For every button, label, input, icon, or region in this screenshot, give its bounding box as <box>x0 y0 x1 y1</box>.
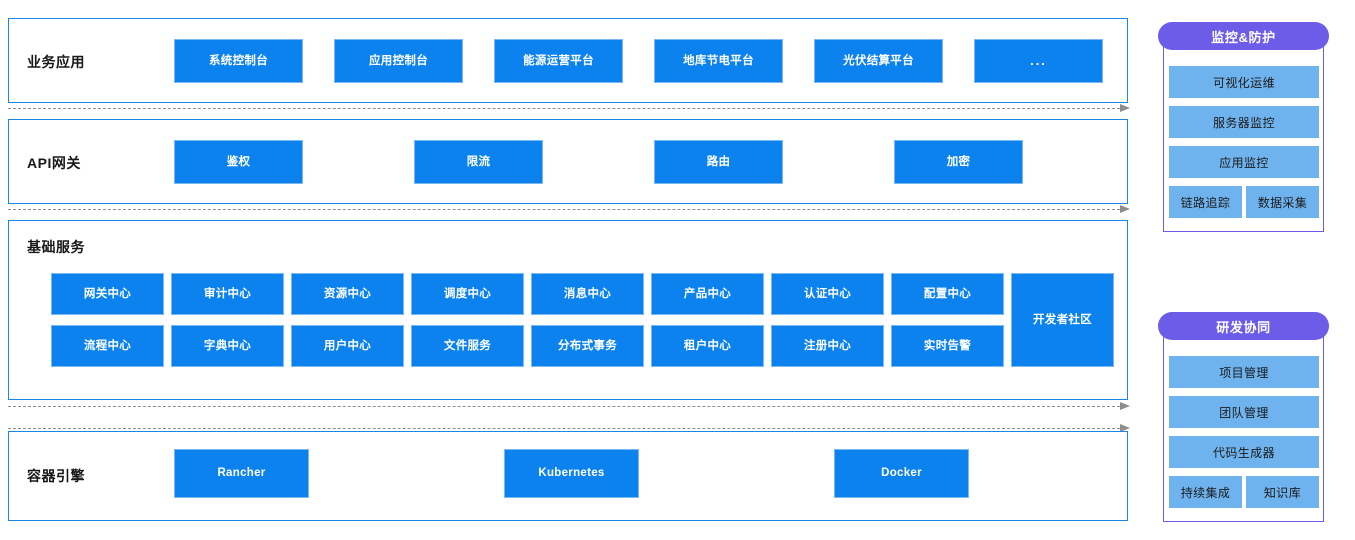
layer-title-basic-service: 基础服务 <box>27 239 85 255</box>
chip-energy-operation-platform[interactable]: 能源运营平台 <box>494 39 623 83</box>
flow-arrow-business-to-gateway <box>8 104 1130 113</box>
pchip-application-monitoring[interactable]: 应用监控 <box>1169 146 1319 178</box>
layer-basic-service: 基础服务 网关中心 审计中心 资源中心 调度中心 消息中心 产品中心 认证中心 … <box>8 220 1128 400</box>
chip-encryption[interactable]: 加密 <box>894 140 1023 184</box>
chip-more[interactable]: ... <box>974 39 1103 83</box>
chip-resource-center[interactable]: 资源中心 <box>291 273 404 315</box>
layer-api-gateway: API网关 鉴权 限流 路由 加密 <box>8 119 1128 204</box>
chip-pv-settlement-platform[interactable]: 光伏结算平台 <box>814 39 943 83</box>
chip-message-center[interactable]: 消息中心 <box>531 273 644 315</box>
pchip-server-monitoring[interactable]: 服务器监控 <box>1169 106 1319 138</box>
chip-routing[interactable]: 路由 <box>654 140 783 184</box>
layer-title-container-engine: 容器引擎 <box>27 468 85 484</box>
flow-arrowhead-icon <box>1120 104 1130 112</box>
chip-application-console[interactable]: 应用控制台 <box>334 39 463 83</box>
pchip-continuous-integration[interactable]: 持续集成 <box>1169 476 1242 508</box>
pchip-team-management[interactable]: 团队管理 <box>1169 396 1319 428</box>
chip-registration-center[interactable]: 注册中心 <box>771 325 884 367</box>
chip-garage-power-saving-platform[interactable]: 地库节电平台 <box>654 39 783 83</box>
pchip-knowledge-base[interactable]: 知识库 <box>1246 476 1319 508</box>
layer-title-business-application: 业务应用 <box>27 54 85 70</box>
layer-title-api-gateway: API网关 <box>27 155 81 171</box>
chip-scheduling-center[interactable]: 调度中心 <box>411 273 524 315</box>
layer-business-application: 业务应用 系统控制台 应用控制台 能源运营平台 地库节电平台 光伏结算平台 ..… <box>8 18 1128 103</box>
chip-process-center[interactable]: 流程中心 <box>51 325 164 367</box>
chip-authentication[interactable]: 鉴权 <box>174 140 303 184</box>
chip-user-center[interactable]: 用户中心 <box>291 325 404 367</box>
pchip-visual-ops[interactable]: 可视化运维 <box>1169 66 1319 98</box>
flow-arrow-basic-to-container-upper <box>8 402 1130 411</box>
chip-rancher[interactable]: Rancher <box>174 449 309 498</box>
chip-realtime-alarm[interactable]: 实时告警 <box>891 325 1004 367</box>
flow-arrowhead-icon <box>1120 205 1130 213</box>
chip-system-console[interactable]: 系统控制台 <box>174 39 303 83</box>
pchip-code-generator[interactable]: 代码生成器 <box>1169 436 1319 468</box>
flow-line <box>8 209 1120 210</box>
flow-arrowhead-icon <box>1120 424 1130 432</box>
chip-gateway-center[interactable]: 网关中心 <box>51 273 164 315</box>
chip-kubernetes[interactable]: Kubernetes <box>504 449 639 498</box>
chip-authentication-center[interactable]: 认证中心 <box>771 273 884 315</box>
chip-developer-community[interactable]: 开发者社区 <box>1011 273 1114 367</box>
flow-arrowhead-icon <box>1120 402 1130 410</box>
pchip-project-management[interactable]: 项目管理 <box>1169 356 1319 388</box>
flow-line <box>8 108 1120 109</box>
chip-product-center[interactable]: 产品中心 <box>651 273 764 315</box>
chip-dictionary-center[interactable]: 字典中心 <box>171 325 284 367</box>
chip-file-service[interactable]: 文件服务 <box>411 325 524 367</box>
pchip-data-collection[interactable]: 数据采集 <box>1246 186 1319 218</box>
chip-distributed-transaction[interactable]: 分布式事务 <box>531 325 644 367</box>
pchip-trace-tracking[interactable]: 链路追踪 <box>1169 186 1242 218</box>
chip-audit-center[interactable]: 审计中心 <box>171 273 284 315</box>
flow-arrow-basic-to-container-lower <box>8 424 1130 433</box>
chip-tenant-center[interactable]: 租户中心 <box>651 325 764 367</box>
layer-container-engine: 容器引擎 Rancher Kubernetes Docker <box>8 431 1128 521</box>
flow-arrow-gateway-to-basic <box>8 205 1130 214</box>
panel-title-rd-collaboration: 研发协同 <box>1158 312 1329 340</box>
chip-rate-limiting[interactable]: 限流 <box>414 140 543 184</box>
panel-title-monitoring-protection: 监控&防护 <box>1158 22 1329 50</box>
flow-line <box>8 428 1120 429</box>
chip-configuration-center[interactable]: 配置中心 <box>891 273 1004 315</box>
chip-docker[interactable]: Docker <box>834 449 969 498</box>
flow-line <box>8 406 1120 407</box>
